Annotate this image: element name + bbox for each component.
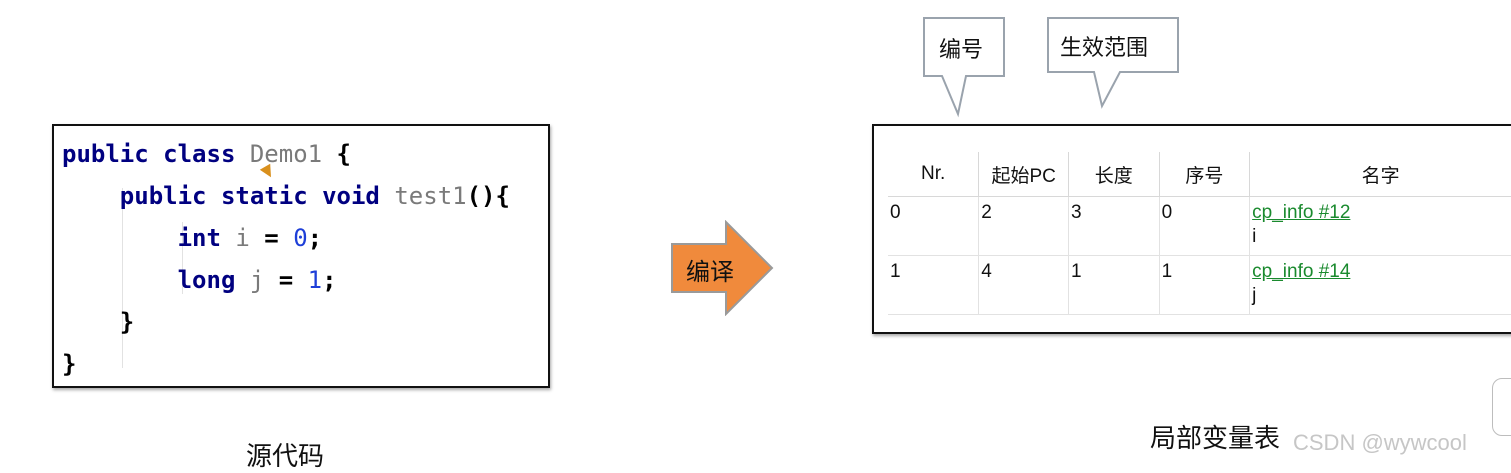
code-line: public static void test1(){ bbox=[62, 180, 510, 212]
code-token: ; bbox=[307, 224, 323, 252]
code-token: } bbox=[62, 308, 135, 336]
code-token: (){ bbox=[466, 182, 510, 210]
code-token: public class bbox=[62, 140, 250, 168]
compile-label: 编译 bbox=[686, 258, 734, 286]
code-token: { bbox=[336, 140, 351, 168]
cell-nr: 0 bbox=[888, 196, 980, 256]
header-nr: Nr. bbox=[888, 152, 980, 197]
local-variable-table-caption: 局部变量表 bbox=[1150, 424, 1281, 454]
code-token: = bbox=[264, 224, 294, 252]
header-name: 名字 bbox=[1249, 152, 1511, 197]
header-start-pc: 起始PC bbox=[978, 152, 1070, 197]
cell-nr: 1 bbox=[888, 255, 980, 315]
cp-info-link[interactable]: cp_info #14 bbox=[1252, 261, 1351, 282]
cell-length: 3 bbox=[1068, 196, 1160, 256]
header-length: 长度 bbox=[1068, 152, 1160, 197]
cp-info-link[interactable]: cp_info #12 bbox=[1252, 202, 1351, 223]
cell-name: cp_info #12 i bbox=[1249, 196, 1511, 256]
code-token: test1 bbox=[394, 182, 467, 210]
table-row: 1 4 1 1 cp_info #14 j bbox=[888, 255, 1511, 315]
code-token: Demo1 bbox=[249, 140, 337, 168]
code-token: 1 bbox=[307, 266, 323, 294]
cell-length: 1 bbox=[1068, 255, 1160, 315]
variable-name: j bbox=[1252, 285, 1257, 306]
scope-callout bbox=[1047, 17, 1179, 109]
code-token: int bbox=[62, 224, 236, 252]
number-callout bbox=[923, 17, 1005, 118]
cell-index: 0 bbox=[1159, 196, 1251, 256]
cell-start-pc: 4 bbox=[978, 255, 1070, 315]
cell-start-pc: 2 bbox=[978, 196, 1070, 256]
cell-index: 1 bbox=[1159, 255, 1251, 315]
cell-name: cp_info #14 j bbox=[1249, 255, 1511, 315]
code-line: long j = 1; bbox=[62, 264, 337, 296]
code-token: public static void bbox=[62, 182, 395, 210]
number-callout-label: 编号 bbox=[939, 38, 984, 63]
code-token: j bbox=[249, 266, 279, 294]
indent-guide bbox=[182, 222, 183, 294]
scope-callout-label: 生效范围 bbox=[1060, 36, 1149, 61]
table-header-row: Nr. 起始PC 长度 序号 名字 bbox=[888, 152, 1511, 197]
compile-arrow-icon bbox=[671, 220, 774, 316]
code-line: int i = 0; bbox=[62, 222, 323, 254]
code-token: 0 bbox=[293, 224, 308, 252]
variable-name: i bbox=[1252, 226, 1257, 247]
code-line: } bbox=[62, 306, 134, 338]
code-line: } bbox=[62, 348, 76, 380]
code-token: } bbox=[62, 350, 77, 378]
code-token: = bbox=[278, 266, 308, 294]
source-code-caption: 源代码 bbox=[246, 442, 325, 472]
code-token: i bbox=[235, 224, 265, 252]
code-token: ; bbox=[322, 266, 337, 294]
table-row: 0 2 3 0 cp_info #12 i bbox=[888, 196, 1511, 256]
header-index: 序号 bbox=[1159, 152, 1251, 197]
local-variable-table: Nr. 起始PC 长度 序号 名字 0 2 3 0 cp_info #12 i … bbox=[888, 152, 1511, 315]
indent-guide bbox=[122, 188, 123, 368]
side-scroll-handle[interactable] bbox=[1492, 378, 1511, 436]
code-line: public class Demo1 { bbox=[62, 138, 351, 170]
source-code-panel: public class Demo1 { public static void … bbox=[52, 124, 550, 388]
code-token: long bbox=[62, 266, 250, 294]
watermark: CSDN @wywcool bbox=[1293, 430, 1467, 455]
